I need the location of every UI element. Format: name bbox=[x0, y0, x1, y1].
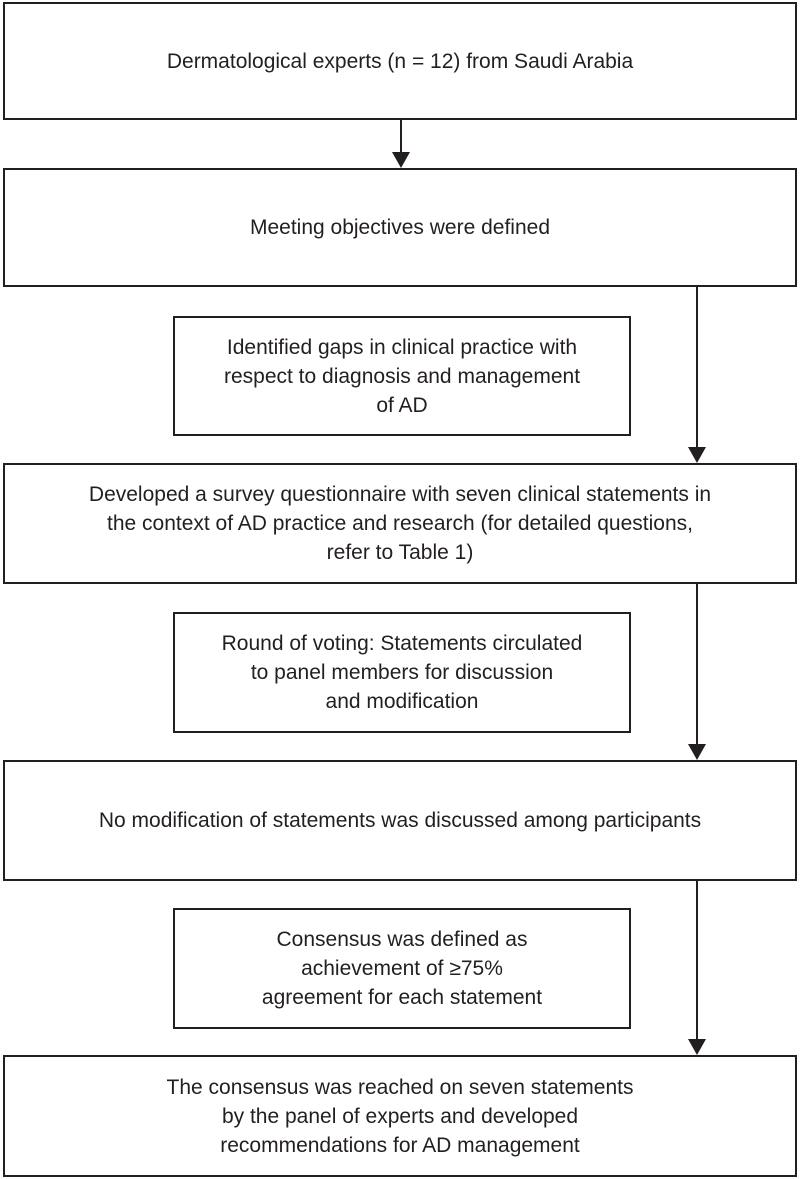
node-gaps: Identified gaps in clinical practice wit… bbox=[173, 316, 631, 436]
node-survey-text: Developed a survey questionnaire with se… bbox=[88, 483, 712, 564]
node-no-modification: No modification of statements was discus… bbox=[3, 760, 797, 881]
node-experts-text: Dermatological experts (n = 12) from Sau… bbox=[166, 49, 634, 73]
arrowhead-consensus-reached bbox=[688, 1039, 706, 1055]
node-consensus-definition: Consensus was defined as achievement of … bbox=[173, 908, 631, 1029]
node-gaps-text: Identified gaps in clinical practice wit… bbox=[223, 335, 581, 417]
arrowhead-objectives bbox=[392, 152, 410, 168]
node-survey: Developed a survey questionnaire with se… bbox=[3, 463, 797, 584]
node-objectives-text: Meeting objectives were defined bbox=[249, 216, 550, 239]
node-consensus-reached: The consensus was reached on seven state… bbox=[3, 1055, 797, 1177]
arrowhead-survey bbox=[688, 447, 706, 463]
node-no-modification-text: No modification of statements was discus… bbox=[98, 809, 702, 832]
node-voting-text: Round of voting: Statements circulated t… bbox=[221, 632, 583, 713]
arrowhead-no-modification bbox=[688, 744, 706, 760]
node-voting: Round of voting: Statements circulated t… bbox=[173, 612, 631, 733]
node-consensus-definition-text: Consensus was defined as achievement of … bbox=[261, 928, 543, 1009]
node-consensus-reached-text: The consensus was reached on seven state… bbox=[166, 1075, 634, 1157]
node-experts: Dermatological experts (n = 12) from Sau… bbox=[3, 2, 797, 120]
node-objectives: Meeting objectives were defined bbox=[3, 168, 797, 287]
